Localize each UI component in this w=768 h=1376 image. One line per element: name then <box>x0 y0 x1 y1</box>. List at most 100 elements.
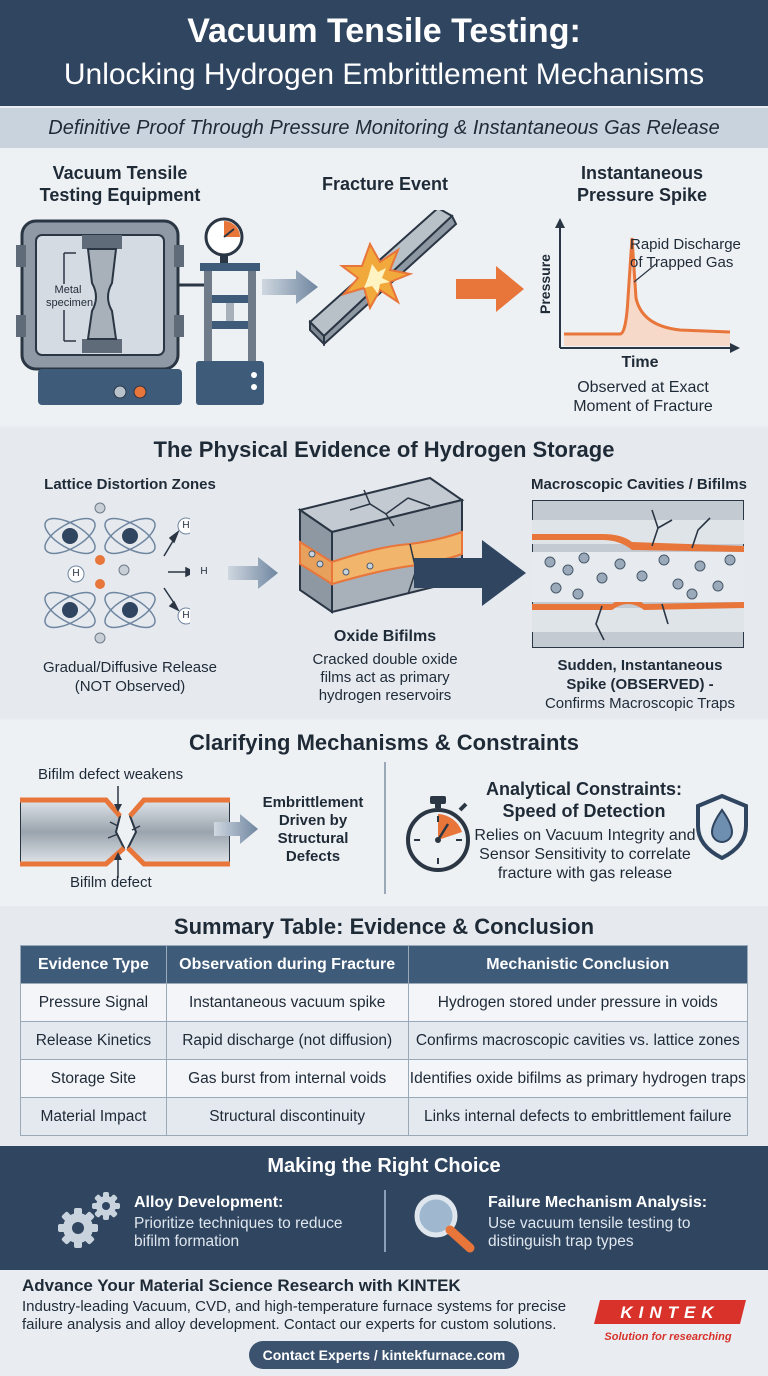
lattice-title: Lattice Distortion Zones <box>44 476 216 493</box>
table-header: Observation during Fracture <box>165 945 409 984</box>
table-row: Release Kinetics Rapid discharge (not di… <box>20 1021 749 1060</box>
table-cell: Links internal defects to embrittlement … <box>407 1097 749 1136</box>
arrow-right-icon-3 <box>214 814 258 844</box>
x-axis-label: Time <box>621 354 659 371</box>
constraints-title: Analytical Constraints: Speed of Detecti… <box>474 778 694 822</box>
arrow-right-icon-2 <box>228 557 278 589</box>
table-row: Pressure Signal Instantaneous vacuum spi… <box>20 983 749 1022</box>
table-row: Storage Site Gas burst from internal voi… <box>20 1059 749 1098</box>
logo-tagline: Solution for researching <box>604 1331 731 1343</box>
gears-icon <box>58 1192 120 1248</box>
weakens-label: Bifilm defect weakens <box>38 766 184 783</box>
relies-note-line1: Relies on Vacuum Integrity and <box>474 827 696 844</box>
choice-divider <box>384 1190 386 1252</box>
stopwatch-icon <box>406 796 470 872</box>
shield-drop-icon <box>696 794 748 860</box>
oxide-title: Oxide Bifilms <box>333 628 437 645</box>
observed-note-line2: Moment of Fracture <box>573 398 713 415</box>
table-cell: Rapid discharge (not diffusion) <box>165 1021 409 1060</box>
table-header: Evidence Type <box>20 945 167 984</box>
sudden-note: Sudden, Instantaneous Spike (OBSERVED) -… <box>520 656 760 713</box>
mechanisms-title: Clarifying Mechanisms & Constraints <box>189 730 579 755</box>
fracture-bar-illustration <box>308 210 458 347</box>
table-cell: Gas burst from internal voids <box>165 1059 409 1098</box>
alloy-note: Prioritize techniques to reduce bifilm f… <box>134 1215 374 1251</box>
failure-note-line2: distinguish trap types <box>488 1233 634 1250</box>
embrittlement-line4: Defects <box>285 848 341 865</box>
fracture-title: Fracture Event <box>321 174 449 194</box>
logo-wordmark: KINTEK <box>620 1303 719 1322</box>
table-cell: Pressure Signal <box>20 983 167 1022</box>
spike-title: Instantaneous Pressure Spike <box>550 162 734 206</box>
page-title: Vacuum Tensile Testing: <box>187 12 581 50</box>
cta-title: Advance Your Material Science Research w… <box>22 1276 461 1295</box>
gradual-note-line1: Gradual/Diffusive Release <box>43 659 217 676</box>
page-subtitle: Definitive Proof Through Pressure Monito… <box>48 117 720 139</box>
embrittlement-note: Embrittlement Driven by Structural Defec… <box>254 794 372 866</box>
y-axis-label-box: Pressure <box>535 254 555 316</box>
subtitle-band <box>0 108 768 148</box>
sudden-note-line2: Spike (OBSERVED) - <box>566 676 714 693</box>
table-cell: Confirms macroscopic cavities vs. lattic… <box>407 1021 749 1060</box>
gradual-note-line2: (NOT Observed) <box>74 678 186 695</box>
arrow-right-navy-icon <box>414 540 526 606</box>
discharge-label-line1: Rapid Discharge <box>630 236 741 253</box>
equipment-title: Vacuum Tensile Testing Equipment <box>20 162 220 206</box>
failure-note: Use vacuum tensile testing to distinguis… <box>488 1215 748 1251</box>
h-atom-label-1: H <box>182 520 190 531</box>
table-cell: Hydrogen stored under pressure in voids <box>407 983 749 1022</box>
failure-note-line1: Use vacuum tensile testing to <box>488 1215 691 1232</box>
constraints-title-line2: Speed of Detection <box>502 801 666 821</box>
kintek-logo: KINTEK Solution for researching <box>594 1300 746 1343</box>
oxide-note: Cracked double oxide films act as primar… <box>290 651 480 705</box>
relies-note-line2: Sensor Sensitivity to correlate <box>479 846 691 863</box>
observed-note: Observed at Exact Moment of Fracture <box>556 378 730 416</box>
divider <box>384 762 386 894</box>
sudden-note-line3: Confirms Macroscopic Traps <box>544 695 736 712</box>
constraints-title-line1: Analytical Constraints: <box>485 779 683 799</box>
observed-note-line1: Observed at Exact <box>577 379 709 396</box>
oxide-note-line2: films act as primary <box>320 669 450 686</box>
summary-table: Evidence Type Observation during Fractur… <box>20 945 749 1136</box>
defect-label: Bifilm defect <box>70 874 152 891</box>
equipment-title-line1: Vacuum Tensile <box>52 163 188 183</box>
relies-note: Relies on Vacuum Integrity and Sensor Se… <box>470 826 700 883</box>
magnifier-icon <box>414 1194 475 1253</box>
cta-text-line2: failure analysis and alloy development. … <box>22 1316 557 1333</box>
spike-title-line1: Instantaneous <box>580 163 704 183</box>
specimen-label: Metal specimen <box>46 284 94 310</box>
spike-title-line2: Pressure Spike <box>576 185 708 205</box>
arrow-right-icon <box>262 270 318 304</box>
gradual-note: Gradual/Diffusive Release (NOT Observed) <box>20 658 240 696</box>
arrow-right-orange-icon <box>456 266 524 312</box>
table-cell: Storage Site <box>20 1059 167 1098</box>
cta-text-line1: Industry-leading Vacuum, CVD, and high-t… <box>22 1298 567 1315</box>
cta-text: Industry-leading Vacuum, CVD, and high-t… <box>22 1298 602 1334</box>
evidence-title: The Physical Evidence of Hydrogen Storag… <box>153 437 615 462</box>
oxide-note-line1: Cracked double oxide <box>312 651 458 668</box>
oxide-bifilm-block-illustration <box>297 476 465 614</box>
equipment-title-line2: Testing Equipment <box>39 185 201 205</box>
embrittlement-line1: Embrittlement <box>262 794 364 811</box>
relies-note-line3: fracture with gas release <box>497 865 673 882</box>
embrittlement-line2: Driven by <box>278 812 348 829</box>
table-cell: Release Kinetics <box>20 1021 167 1060</box>
lattice-atoms-illustration <box>44 502 190 644</box>
oxide-note-line3: hydrogen reservoirs <box>318 687 452 704</box>
h-atom-label: H <box>72 568 80 579</box>
contact-experts-button[interactable]: Contact Experts / kintekfurnace.com <box>249 1341 519 1369</box>
table-cell: Identifies oxide bifilms as primary hydr… <box>407 1059 749 1098</box>
table-header: Mechanistic Conclusion <box>407 945 749 984</box>
sudden-note-line1: Sudden, Instantaneous <box>557 657 723 674</box>
table-cell: Instantaneous vacuum spike <box>165 983 409 1022</box>
specimen-label-line1: Metal <box>54 284 82 296</box>
h-atom-label-2: H <box>200 566 208 577</box>
h-atom-label-3: H <box>182 610 190 621</box>
embrittlement-line3: Structural <box>277 830 349 847</box>
specimen-label-line2: specimen <box>46 297 94 309</box>
macroscopic-cavities-illustration <box>532 500 744 648</box>
alloy-note-line2: bifilm formation <box>134 1233 240 1250</box>
table-row: Material Impact Structural discontinuity… <box>20 1097 749 1136</box>
table-header-row: Evidence Type Observation during Fractur… <box>20 945 749 984</box>
vacuum-chamber-illustration <box>16 217 264 405</box>
